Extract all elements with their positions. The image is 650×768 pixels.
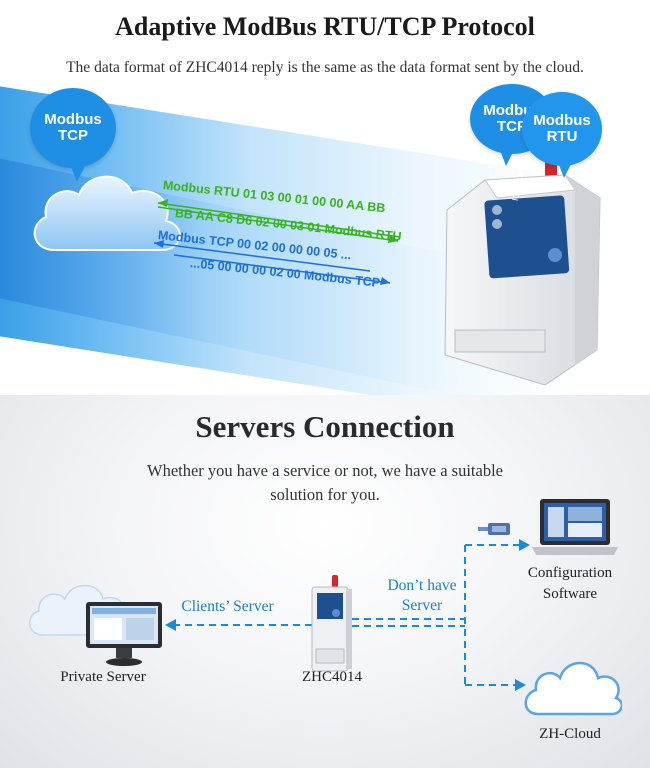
servers-section: Servers Connection Whether you have a se… bbox=[0, 395, 650, 768]
modbus-tcp-bubble-left: Modbus TCP bbox=[30, 88, 116, 182]
serial-connector-icon bbox=[478, 523, 510, 535]
bubble-label: Modbus TCP bbox=[44, 111, 102, 144]
servers-subtitle: Whether you have a service or not, we ha… bbox=[147, 461, 503, 504]
device-label: ZHC4014 bbox=[302, 669, 362, 685]
desktop-computer-icon bbox=[86, 602, 162, 666]
zh-cloud-icon bbox=[524, 661, 622, 716]
clients-server-label: Clients’ Server bbox=[181, 598, 274, 615]
configuration-software-label: Configuration Software bbox=[527, 565, 613, 602]
bubble-label: Modbus RTU bbox=[533, 112, 591, 145]
protocol-title: Adaptive ModBus RTU/TCP Protocol bbox=[115, 12, 535, 41]
private-server-label: Private Server bbox=[60, 669, 146, 685]
zhc4014-device-image bbox=[444, 158, 601, 386]
modbus-rtu-bubble-right: Modbus RTU bbox=[522, 92, 602, 178]
protocol-subtitle: The data format of ZHC4014 reply is the … bbox=[66, 59, 584, 76]
protocol-section: Adaptive ModBus RTU/TCP Protocol The dat… bbox=[0, 12, 650, 395]
zh-cloud-label: ZH-Cloud bbox=[539, 726, 601, 742]
servers-title: Servers Connection bbox=[195, 409, 455, 444]
message-arrows bbox=[153, 199, 401, 285]
zhc4014-device-icon bbox=[311, 575, 352, 672]
cloud-icon bbox=[33, 175, 181, 251]
dont-have-server-label: Don’t have Server bbox=[387, 577, 457, 614]
connection-lines bbox=[165, 539, 530, 691]
laptop-icon bbox=[532, 499, 618, 555]
